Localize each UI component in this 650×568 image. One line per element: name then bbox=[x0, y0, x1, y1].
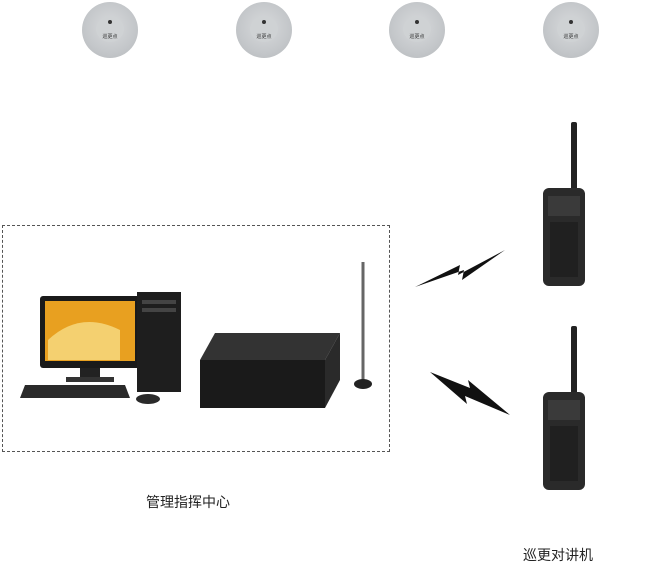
patrol-radio-label: 巡更对讲机 bbox=[523, 548, 593, 564]
walkie-talkie-icon bbox=[543, 326, 585, 490]
patrol-point-4: 巡更点 bbox=[543, 2, 599, 58]
computer-icon bbox=[20, 292, 181, 404]
patrol-point-label: 巡更点 bbox=[102, 34, 118, 40]
wireless-signal-icon bbox=[415, 250, 505, 287]
patrol-point-2: 巡更点 bbox=[236, 2, 292, 58]
antenna-icon bbox=[354, 262, 372, 389]
patrol-point-label: 巡更点 bbox=[256, 34, 272, 40]
walkie-talkie-icon bbox=[543, 122, 585, 286]
patrol-point-1: 巡更点 bbox=[82, 2, 138, 58]
patrol-point-label: 巡更点 bbox=[409, 34, 425, 40]
patrol-point-3: 巡更点 bbox=[389, 2, 445, 58]
command-center-boundary bbox=[2, 225, 390, 452]
wireless-signal-icon bbox=[430, 372, 510, 415]
command-center-label: 管理指挥中心 bbox=[146, 495, 230, 511]
server-icon bbox=[200, 333, 340, 408]
patrol-point-label: 巡更点 bbox=[563, 34, 579, 40]
